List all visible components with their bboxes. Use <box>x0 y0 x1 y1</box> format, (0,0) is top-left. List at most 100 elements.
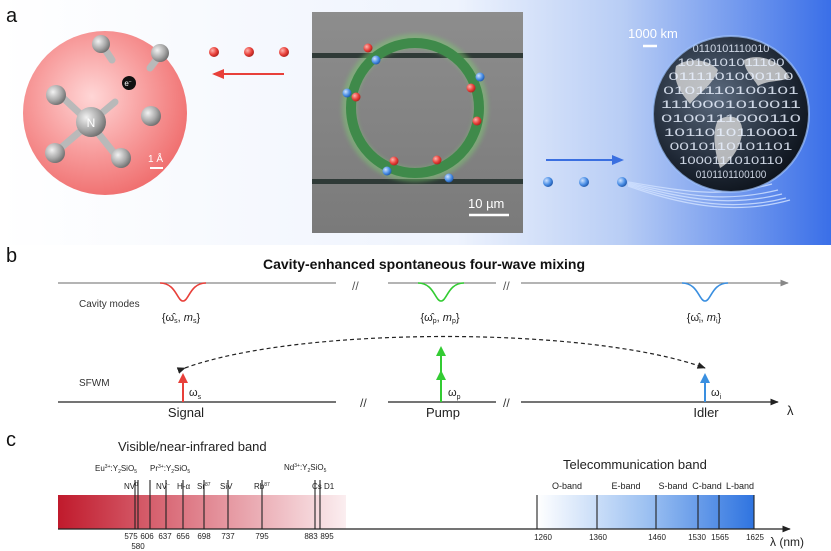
tick-label-575: 575 <box>124 532 138 541</box>
electron-ball <box>122 76 136 90</box>
nv-center-illustration: N e− 1 Å <box>23 31 187 195</box>
pump-mode-label: {ω̂p, mp} <box>420 312 459 325</box>
ring-photon-blue <box>444 173 454 183</box>
globe-land <box>675 57 790 168</box>
atom-ball-top-left <box>92 35 110 53</box>
panel-a: a N e− 1 Å <box>0 0 831 245</box>
globe-binary-row: 1011010110001 <box>664 127 798 139</box>
bus-waveguide-top <box>312 53 523 58</box>
e-band-label: E-band <box>611 481 640 491</box>
blue-photon <box>543 177 553 187</box>
c-band-label: C-band <box>692 481 722 491</box>
red-arrow-head <box>212 69 224 79</box>
pr-yso-label: Pr3+:Y2SiO5 <box>150 464 190 475</box>
ring-photon-red <box>472 116 482 126</box>
globe-rim <box>652 35 810 193</box>
rb87-label: Rb87 <box>254 482 270 491</box>
ring-photon-red <box>363 43 373 53</box>
atom-ball-right <box>141 106 161 126</box>
sfwm-break-2: // <box>503 396 510 410</box>
l-band-label: L-band <box>726 481 754 491</box>
panel-b: b Cavity-enhanced spontaneous four-wave … <box>6 245 794 420</box>
idler-mode-label: {ω̂i, mi} <box>687 312 722 325</box>
tick-label-883: 883 <box>304 532 318 541</box>
sfwm-break-1: // <box>360 396 367 410</box>
globe-binary-row: 1110001010011 <box>661 99 801 111</box>
idler-photon-arrow-head <box>700 373 710 383</box>
ring-photon-red <box>389 156 399 166</box>
ring-photon-blue <box>382 166 392 176</box>
globe-binary-row: 1000111010110 <box>679 155 783 167</box>
sr87-label: Sr87 <box>197 482 211 491</box>
signal-mode-label: {ω̂s, ms} <box>162 312 201 325</box>
omega-p-label: ωp <box>448 387 461 401</box>
globe-binary-text: 0110101110010 1010101011100 0111101000110 0… <box>661 43 801 181</box>
panel-b-title: Cavity-enhanced spontaneous four-wave mi… <box>263 256 585 272</box>
nitrogen-label: N <box>87 116 96 130</box>
pump-resonance-dip <box>417 282 465 302</box>
red-photon <box>244 47 254 57</box>
tick-label-698: 698 <box>197 532 211 541</box>
siv-label: SiV <box>220 482 233 491</box>
pump-photon-arrow-head-upper <box>436 346 446 356</box>
nd-yso-label: Nd3+:Y2SiO5 <box>284 463 327 474</box>
visible-band-bar <box>58 495 346 529</box>
telecom-band-names: O-band E-band S-band C-band L-band <box>552 481 754 491</box>
ring-photon-red <box>351 92 361 102</box>
globe-binary-row: 1010101011100 <box>678 57 785 69</box>
tick-label-606: 606 <box>140 532 154 541</box>
ring-photon-blue <box>475 72 485 82</box>
sfwm-label: SFWM <box>79 378 110 389</box>
tick-label-737: 737 <box>221 532 235 541</box>
tick-label-656: 656 <box>176 532 190 541</box>
atom-ball-top-right <box>151 44 169 62</box>
globe-binary-row: 0101101100100 <box>696 169 767 181</box>
omega-s-label: ωs <box>189 387 202 401</box>
ring-resonator <box>346 38 484 178</box>
panel-c: c Visible/near-infrared band Telecommuni… <box>6 429 804 551</box>
panel-a-label: a <box>6 5 18 27</box>
blue-arrow-head <box>612 155 624 165</box>
tick-label-1565: 1565 <box>711 533 729 542</box>
tick-label-1625: 1625 <box>746 533 764 542</box>
cs-d1-label: Cs D1 <box>312 482 335 491</box>
omega-i-label: ωi <box>711 387 722 401</box>
visible-emission-lines <box>134 480 321 529</box>
signal-photon-arrow-head <box>178 373 188 383</box>
nv0-label: NV0 <box>124 482 138 491</box>
visible-band-title: Visible/near-infrared band <box>118 439 267 454</box>
wavelength-axis-label: λ (nm) <box>770 535 804 549</box>
telecom-band-title: Telecommunication band <box>563 457 707 472</box>
tick-label-637: 637 <box>158 532 172 541</box>
tick-label-1460: 1460 <box>648 533 666 542</box>
red-photon-stream <box>209 47 289 79</box>
globe-binary-row: 0111101000110 <box>669 71 794 83</box>
telecom-band-bar <box>537 495 754 529</box>
electron-label: e− <box>124 79 131 88</box>
globe-binary-row: 0110101110010 <box>693 43 770 55</box>
idler-resonance-dip <box>681 282 729 302</box>
atom-ball-left <box>46 85 66 105</box>
idler-label: Idler <box>693 405 719 420</box>
blue-photon <box>579 177 589 187</box>
pump-label: Pump <box>426 405 460 420</box>
signal-resonance-dip <box>159 282 207 302</box>
cavity-modes-break-2: // <box>503 279 510 293</box>
red-photon <box>209 47 219 57</box>
ring-photon-red <box>466 83 476 93</box>
telecom-band-dividers <box>536 495 755 529</box>
tick-label-580: 580 <box>131 542 145 551</box>
ring-photon-red <box>432 155 442 165</box>
red-photon <box>279 47 289 57</box>
atom-scale-label: 1 Å <box>148 152 163 165</box>
globe-scale-label: 1000 km <box>628 26 678 41</box>
pump-photon-arrow-head-lower <box>436 370 446 380</box>
chip-scale-label: 10 µm <box>468 196 504 211</box>
tick-label-895: 895 <box>320 532 334 541</box>
tick-label-1360: 1360 <box>589 533 607 542</box>
wavelength-symbol: λ <box>787 403 794 418</box>
h-alpha-label: H-α <box>177 482 190 491</box>
tick-label-1530: 1530 <box>688 533 706 542</box>
panel-c-label: c <box>6 429 16 451</box>
